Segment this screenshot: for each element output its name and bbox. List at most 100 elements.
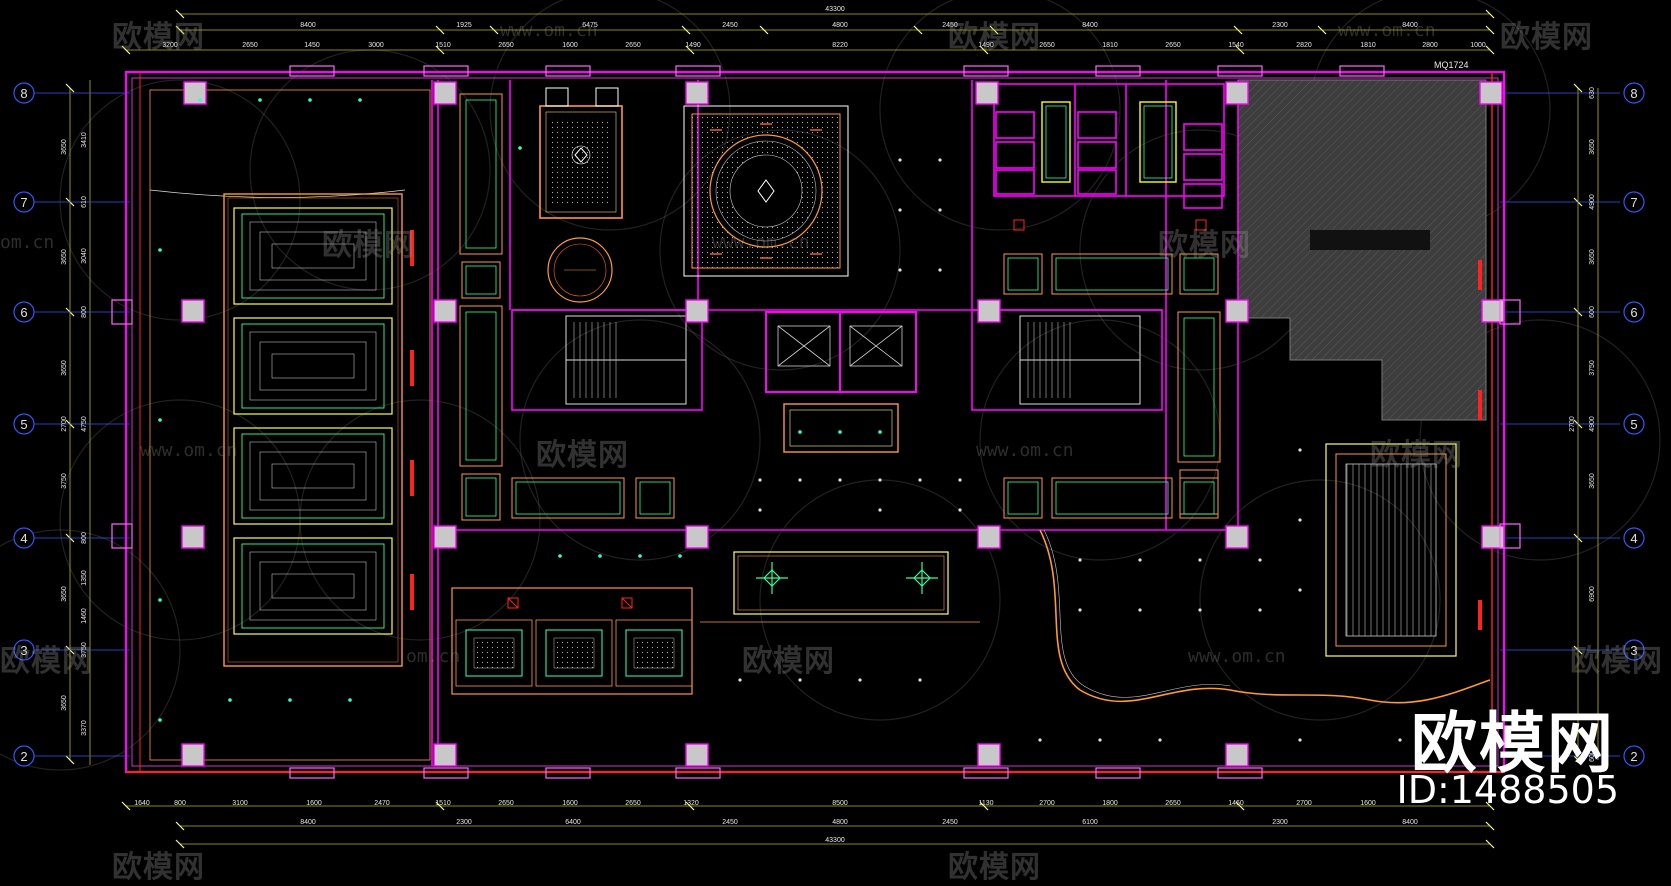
dim-text: 1510 xyxy=(435,42,451,49)
dim-text: 6475 xyxy=(582,22,598,29)
dim-text: 1800 xyxy=(1102,800,1118,807)
dims-bottom-row2: 8400 2300 6400 2450 4800 2450 6100 2300 … xyxy=(300,819,1418,844)
dim-text: 2450 xyxy=(722,22,738,29)
dim-text: 2700 xyxy=(61,416,68,432)
dim-text: 4900 xyxy=(1589,416,1596,432)
axis-bubbles-left xyxy=(13,82,35,767)
dims-top-row2: 3200 2650 1450 3000 1510 2650 1600 2650 … xyxy=(162,42,1486,49)
dim-text: 4800 xyxy=(832,819,848,826)
dim-text: 1540 xyxy=(1228,42,1244,49)
dim-text: 2650 xyxy=(498,800,514,807)
dims-right: 630 3650 4900 3650 600 3750 4900 3650 69… xyxy=(1569,87,1596,762)
dim-text: 1490 xyxy=(978,42,994,49)
axis-bubbles-right xyxy=(1623,82,1645,767)
dim-text: 3750 xyxy=(1589,360,1596,376)
watermark-circles xyxy=(0,0,1661,771)
dim-text: 8500 xyxy=(832,800,848,807)
dimension-lines xyxy=(69,13,1599,845)
axis-lines xyxy=(34,92,1620,757)
dim-text: 2650 xyxy=(1165,42,1181,49)
cad-floor-plan: 8 7 6 5 4 3 2 8 7 6 5 4 3 2 43300 8400 1… xyxy=(0,0,1661,849)
banquet-hall xyxy=(149,89,431,761)
dim-text: 8400 xyxy=(1082,22,1098,29)
axis-labels-right: 8 7 6 5 4 3 2 xyxy=(1630,86,1637,764)
dim-text: 4750 xyxy=(81,416,88,432)
dim-text: 600 xyxy=(1589,306,1596,318)
dim-text: 1600 xyxy=(1360,800,1376,807)
terrace-shadow-bar xyxy=(1310,230,1430,250)
dim-text: 630 xyxy=(1589,87,1596,99)
dim-total-top: 43300 xyxy=(825,6,845,13)
dim-text: 3650 xyxy=(61,360,68,376)
dim-text: 1510 xyxy=(435,800,451,807)
model-id: ID:1488505 xyxy=(1396,768,1619,812)
dim-text: 2700 xyxy=(1569,416,1576,432)
vip-room-round xyxy=(683,105,849,277)
dim-text: 8220 xyxy=(832,42,848,49)
dim-total-bottom: 43300 xyxy=(825,837,845,844)
dim-text: 3650 xyxy=(61,139,68,155)
dim-text: 610 xyxy=(81,196,88,208)
dim-text: 800 xyxy=(174,800,186,807)
axis-label: 7 xyxy=(1630,195,1637,210)
dim-text: 2650 xyxy=(1165,800,1181,807)
dim-text: 2650 xyxy=(625,42,641,49)
dim-text: 6100 xyxy=(1082,819,1098,826)
dim-text: 1640 xyxy=(134,800,150,807)
dim-text: 3410 xyxy=(81,132,88,148)
axis-label: 6 xyxy=(20,305,27,320)
dim-text: 1925 xyxy=(456,22,472,29)
private-dining xyxy=(451,587,693,695)
dim-text: 1810 xyxy=(1360,42,1376,49)
dim-text: 8400 xyxy=(1402,22,1418,29)
axis-label: 5 xyxy=(20,417,27,432)
dims-top: 43300 8400 1925 6475 2450 4800 2450 8400… xyxy=(300,6,1418,29)
axis-label: 4 xyxy=(1630,531,1637,546)
dim-text: 2450 xyxy=(942,22,958,29)
dim-text: 1600 xyxy=(306,800,322,807)
dim-text: 1460 xyxy=(1228,800,1244,807)
axis-label: 3 xyxy=(20,643,27,658)
dim-text: 3650 xyxy=(61,249,68,265)
dim-text: 1320 xyxy=(683,800,699,807)
dim-text: 3650 xyxy=(1589,473,1596,489)
axis-labels-left: 8 7 6 5 4 3 2 xyxy=(20,86,27,764)
corridor-panels xyxy=(459,93,1221,521)
dim-text: 2450 xyxy=(722,819,738,826)
dim-text: 2700 xyxy=(1039,800,1055,807)
dim-text: 3750 xyxy=(81,642,88,658)
dim-text: 800 xyxy=(81,306,88,318)
staircase-left xyxy=(565,315,687,405)
dim-text: 2650 xyxy=(242,42,258,49)
exterior-walls xyxy=(124,70,1506,774)
axis-label: 8 xyxy=(1630,86,1637,101)
dim-text: 1600 xyxy=(562,42,578,49)
dim-text: 2650 xyxy=(1039,42,1055,49)
axis-label: 2 xyxy=(1630,749,1637,764)
axis-label: 5 xyxy=(1630,417,1637,432)
dim-text: 2300 xyxy=(1272,22,1288,29)
dim-text: 800 xyxy=(81,532,88,544)
dim-text: 2700 xyxy=(1296,800,1312,807)
dim-text: 3650 xyxy=(1589,139,1596,155)
dim-text: 1350 xyxy=(81,570,88,586)
dim-text: 3100 xyxy=(232,800,248,807)
dim-text: 3650 xyxy=(61,586,68,602)
lounge xyxy=(1039,443,1491,704)
dim-text: 3750 xyxy=(61,473,68,489)
dim-text: 4900 xyxy=(1589,194,1596,210)
staircase-right xyxy=(1019,315,1141,405)
dim-text: 1460 xyxy=(81,608,88,624)
dim-text: 6400 xyxy=(565,819,581,826)
ceiling-panels-hall xyxy=(233,207,393,635)
drawing-code: MQ1724 xyxy=(1434,60,1469,70)
dim-text: 8400 xyxy=(300,819,316,826)
dims-left: 3650 3650 3650 2700 3750 3650 3650 3410 … xyxy=(61,132,88,736)
elevators xyxy=(765,311,917,453)
dim-text: 3200 xyxy=(162,42,178,49)
axis-label: 6 xyxy=(1630,305,1637,320)
dim-text: 1450 xyxy=(304,42,320,49)
corridor-panels-inner xyxy=(465,99,1215,517)
dims-bottom-row1: 1640 800 3100 1600 2470 1510 2650 1600 2… xyxy=(134,800,1376,807)
dim-text: 4800 xyxy=(832,22,848,29)
